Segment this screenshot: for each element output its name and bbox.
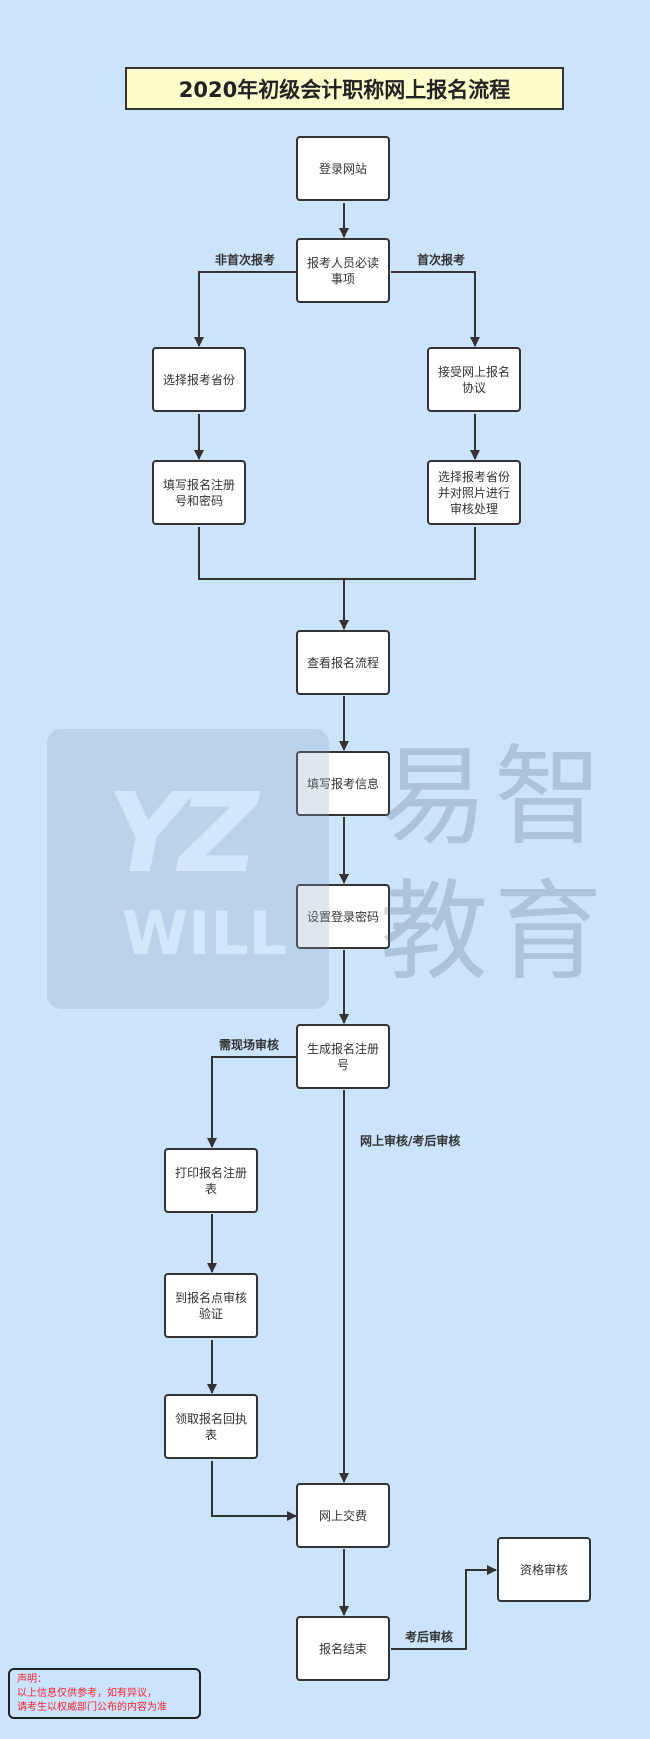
node-left-fill: 填写报名注册号和密码 — [152, 460, 246, 525]
label-online: 网上审核/考后审核 — [360, 1134, 461, 1148]
label-onsite: 需现场审核 — [219, 1038, 280, 1052]
node-fill-info: 填写报考信息 — [296, 751, 390, 816]
label-first: 首次报考 — [417, 253, 466, 267]
node-right-accept: 接受网上报名协议 — [427, 347, 521, 412]
node-left-select: 选择报考省份 — [152, 347, 246, 412]
label-not-first: 非首次报考 — [215, 253, 276, 267]
merge-line — [198, 527, 476, 629]
arrow-receipt-pay — [211, 1461, 297, 1521]
arrow-end-qualify — [391, 1565, 497, 1650]
disclaimer-line2: 请考生以权威部门公布的内容为准 — [17, 1702, 167, 1713]
node-qualify: 资格审核 — [497, 1537, 591, 1602]
node-end: 报名结束 — [296, 1616, 390, 1681]
arrow-read-left — [194, 271, 297, 347]
node-receipt: 领取报名回执表 — [164, 1394, 258, 1459]
node-view: 查看报名流程 — [296, 630, 390, 695]
arrow-gen-print — [207, 1056, 297, 1148]
node-set-pwd: 设置登录密码 — [296, 884, 390, 949]
disclaimer-heading: 声明： — [17, 1674, 47, 1685]
page-title: 2020年初级会计职称网上报名流程 — [125, 67, 564, 110]
node-print: 打印报名注册表 — [164, 1148, 258, 1213]
node-read: 报考人员必读事项 — [296, 238, 390, 303]
disclaimer-box: 声明： 以上信息仅供参考，如有异议， 请考生以权威部门公布的内容为准 — [8, 1668, 201, 1719]
disclaimer-line1: 以上信息仅供参考，如有异议， — [17, 1688, 157, 1699]
node-verify: 到报名点审核验证 — [164, 1273, 258, 1338]
node-pay: 网上交费 — [296, 1483, 390, 1548]
node-right-select: 选择报考省份并对照片进行审核处理 — [427, 460, 521, 525]
label-post-exam: 考后审核 — [405, 1630, 454, 1644]
arrow-read-right — [391, 271, 480, 347]
node-gen-no: 生成报名注册号 — [296, 1024, 390, 1089]
node-login: 登录网站 — [296, 136, 390, 201]
